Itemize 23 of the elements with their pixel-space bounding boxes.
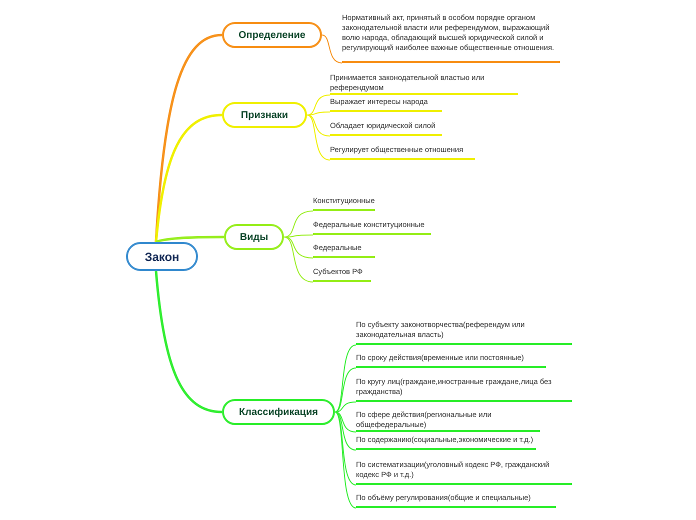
connector-line bbox=[156, 236, 224, 244]
connector-line bbox=[334, 412, 356, 508]
connector-line bbox=[334, 412, 356, 450]
connector-line bbox=[306, 114, 330, 136]
connector-line bbox=[284, 236, 314, 258]
central-topic: Закон bbox=[126, 242, 198, 271]
connector-line bbox=[334, 412, 356, 432]
branch-topic: Определение bbox=[222, 22, 322, 48]
connector-line bbox=[154, 270, 222, 414]
connector-line bbox=[284, 236, 314, 282]
connector-line bbox=[334, 368, 356, 412]
connector-line bbox=[306, 114, 330, 160]
connector-line bbox=[154, 114, 222, 242]
connector-line bbox=[284, 210, 314, 238]
connector-line bbox=[334, 344, 356, 412]
branch-topic: Классификация bbox=[222, 399, 335, 425]
connector-line bbox=[334, 402, 356, 412]
connector-line bbox=[306, 112, 330, 116]
branch-topic: Признаки bbox=[222, 102, 307, 128]
branch-topic: Виды bbox=[224, 224, 284, 250]
connector-line bbox=[334, 412, 356, 486]
connector-line bbox=[306, 94, 330, 116]
connector-line bbox=[322, 34, 342, 64]
